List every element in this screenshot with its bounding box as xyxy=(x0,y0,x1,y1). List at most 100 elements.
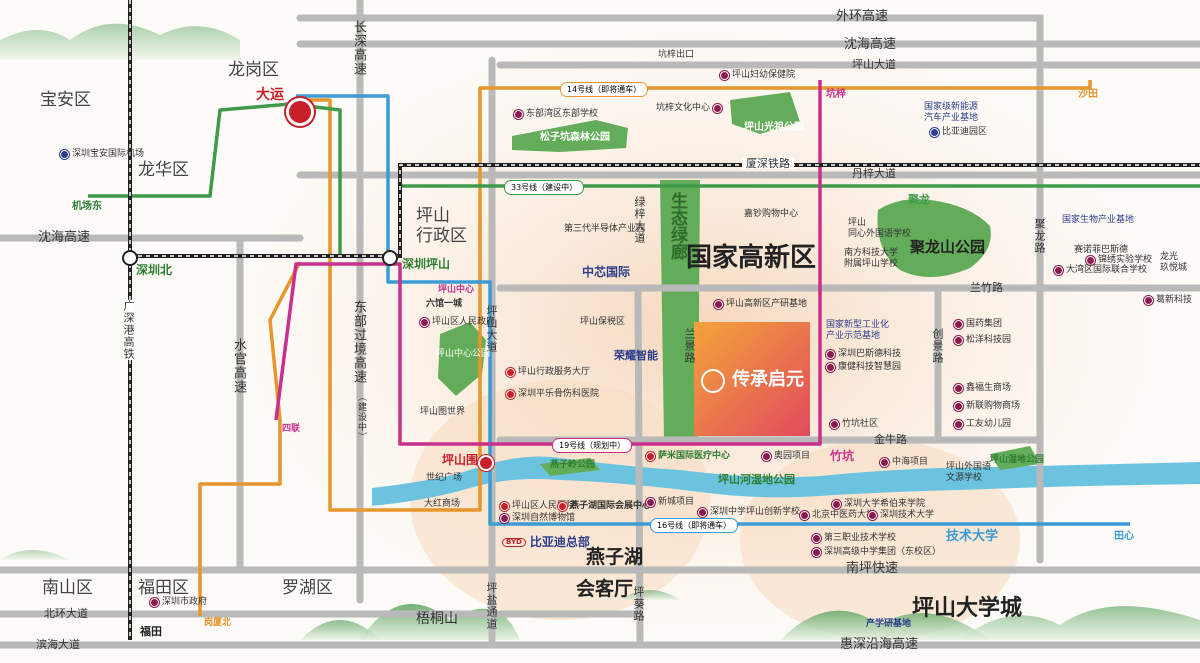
poi-marker xyxy=(420,318,429,327)
poi-marker xyxy=(868,511,877,520)
poi-marker xyxy=(1054,266,1063,275)
poi-marker xyxy=(954,384,963,393)
poi-zhukeng-community: 竹坑社区 xyxy=(830,420,878,429)
poi-smic: 中芯国际 xyxy=(582,265,631,279)
station-shatian: 沙田 xyxy=(1078,89,1098,100)
metro-line16-tag: 16号线（即将通车） xyxy=(650,518,739,533)
metro-line33-tag: 33号线（建设中） xyxy=(504,180,585,195)
poi-sami: 萨米国际医疗中心 xyxy=(646,452,730,461)
station-jichangdong: 机场东 xyxy=(72,201,102,212)
station-shenzhenpingshan-icon xyxy=(382,250,398,266)
poi-people-hospital: 坪山区人民医院 xyxy=(500,502,575,511)
poi-hangzi-culture: 坑梓文化中心 xyxy=(656,104,723,113)
district-futian: 福田区 xyxy=(138,578,189,598)
poi-zhonghai: 中海项目 xyxy=(880,458,928,467)
poi-nature-museum: 深圳自然博物馆 xyxy=(500,514,575,523)
poi-aoyuan: 奥园项目 xyxy=(762,452,810,461)
road-pingkui: 坪葵路 xyxy=(632,586,645,622)
poi-byd-park: 比亚迪园区 xyxy=(930,128,987,137)
poi-marker xyxy=(506,368,515,377)
poi-gongyou: 工友幼儿园 xyxy=(954,420,1011,429)
poi-pingshan-gov: 坪山区人民政府 xyxy=(420,318,495,327)
district-hightech: 国家高新区 xyxy=(686,243,817,273)
road-dongbu-note: （建设中） xyxy=(356,392,366,442)
poi-nfkd: 南方科技大学 附属坪山学校 xyxy=(844,248,899,269)
poi-marker xyxy=(812,534,821,543)
road-beihuan: 北环大道 xyxy=(44,607,88,620)
poi-bonded: 坪山保税区 xyxy=(580,317,626,327)
poi-baoan-airport: 深圳宝安国际机场 xyxy=(60,150,144,159)
poi-liuguan: 六馆一城 xyxy=(426,299,463,309)
poi-jinxiu: 锦绣实验学校 xyxy=(1086,256,1152,265)
poi-marker xyxy=(60,150,69,159)
station-zhukeng: 竹坑 xyxy=(830,449,855,463)
poi-dayu: 大湾区国际联合学校 xyxy=(1054,266,1147,275)
poi-admin-hall: 坪山行政服务大厅 xyxy=(506,368,590,377)
road-xiashen: 厦深铁路 xyxy=(742,158,794,169)
wutong-label: 梧桐山 xyxy=(416,611,458,627)
station-pingshanzhongxin: 坪山中心 xyxy=(438,285,475,295)
poi-jiankang: 康健科技智慧园 xyxy=(826,363,901,372)
poi-marker xyxy=(954,402,963,411)
road-lanjing: 兰景路 xyxy=(683,328,696,364)
poi-marker xyxy=(826,363,835,372)
poi-senior: 深圳高级中学集团（东校区） xyxy=(812,548,941,557)
poi-marker xyxy=(832,500,841,509)
road-pingshan-ave: 坪山大道 xyxy=(852,58,896,71)
road-nanping: 南坪快速 xyxy=(846,561,899,576)
road-chuangjing: 创景路 xyxy=(931,328,944,364)
poi-hebrew: 深圳大学希伯来学院 xyxy=(832,500,925,509)
station-shenzhenbei-icon xyxy=(122,250,138,266)
station-tianxin: 田心 xyxy=(1114,531,1134,542)
poi-semi3: 第三代半导体产业园 xyxy=(564,224,646,234)
poi-yanzihu-conf: 燕子湖国际会展中心 xyxy=(558,502,651,511)
poi-dahong: 大红商场 xyxy=(424,499,461,509)
poi-marker xyxy=(698,508,707,517)
road-shenhai-top: 沈海高速 xyxy=(844,37,897,52)
poi-marker xyxy=(646,498,655,507)
district-longgang: 龙岗区 xyxy=(228,60,279,80)
station-dayun: 大运 xyxy=(256,87,284,103)
station-dayun-icon xyxy=(286,98,314,126)
poi-beijing-tcm: 北京中医药大学 xyxy=(800,511,875,520)
poi-marker xyxy=(1144,296,1153,305)
poi-marker xyxy=(500,514,509,523)
station-keng: 坑梓 xyxy=(826,89,846,100)
poi-longguang: 龙光 玖悦城 xyxy=(1160,252,1188,273)
road-jinniu: 金牛路 xyxy=(874,433,907,446)
district-pingshan-admin: 坪山 行政区 xyxy=(416,206,467,247)
road-lanzhu: 兰竹路 xyxy=(970,281,1003,294)
district-nanshan: 南山区 xyxy=(42,578,93,598)
poi-marker xyxy=(762,452,771,461)
road-julong: 聚龙路 xyxy=(1033,218,1046,254)
poi-mfg-demo: 国家新型工业化 产业示范基地 xyxy=(826,320,890,342)
poi-xinwei: 葛新科技 xyxy=(1144,296,1192,305)
poi-research-area: 产学研基地 xyxy=(866,619,912,629)
road-pingshan-ave-vertical: 坪山大道 xyxy=(485,305,498,353)
poi-marker xyxy=(714,300,723,309)
station-julong: 聚龙 xyxy=(908,193,930,206)
poi-marker xyxy=(506,390,515,399)
poi-futian-gov: 深圳市政府 xyxy=(150,598,207,607)
poi-jiarui2: 坪山图世界 xyxy=(420,407,466,417)
poi-marker xyxy=(800,511,809,520)
poi-marker xyxy=(558,502,567,511)
road-pingyan: 坪盐通道 xyxy=(485,582,498,630)
poi-shiji: 世纪广场 xyxy=(426,473,463,483)
poi-marker xyxy=(720,71,729,80)
road-dongbu: 东部过境高速 xyxy=(351,300,366,384)
park-pingshan-center: 坪山中心公园 xyxy=(436,349,491,359)
project-brand: 传承启元 xyxy=(732,369,804,390)
district-luohu: 罗湖区 xyxy=(282,578,333,598)
poi-ev-base: 国家级新能源 汽车产业基地 xyxy=(924,102,979,123)
road-waihuan: 外环高速 xyxy=(836,9,889,24)
university-city-label: 坪山大学城 xyxy=(912,596,1023,621)
station-pingshanwei: 坪山围 xyxy=(442,453,479,467)
poi-pingle: 深圳平乐骨伤科医院 xyxy=(506,390,599,399)
station-shenzhenbei: 深圳北 xyxy=(136,263,173,277)
road-shuiguan: 水官高速 xyxy=(231,338,246,394)
park-wetland: 坪山湿地公园 xyxy=(990,455,1045,465)
road-lizi: 绿梓大道 xyxy=(633,196,646,244)
poi-xiaqiu: 鑫福生商场 xyxy=(954,384,1011,393)
